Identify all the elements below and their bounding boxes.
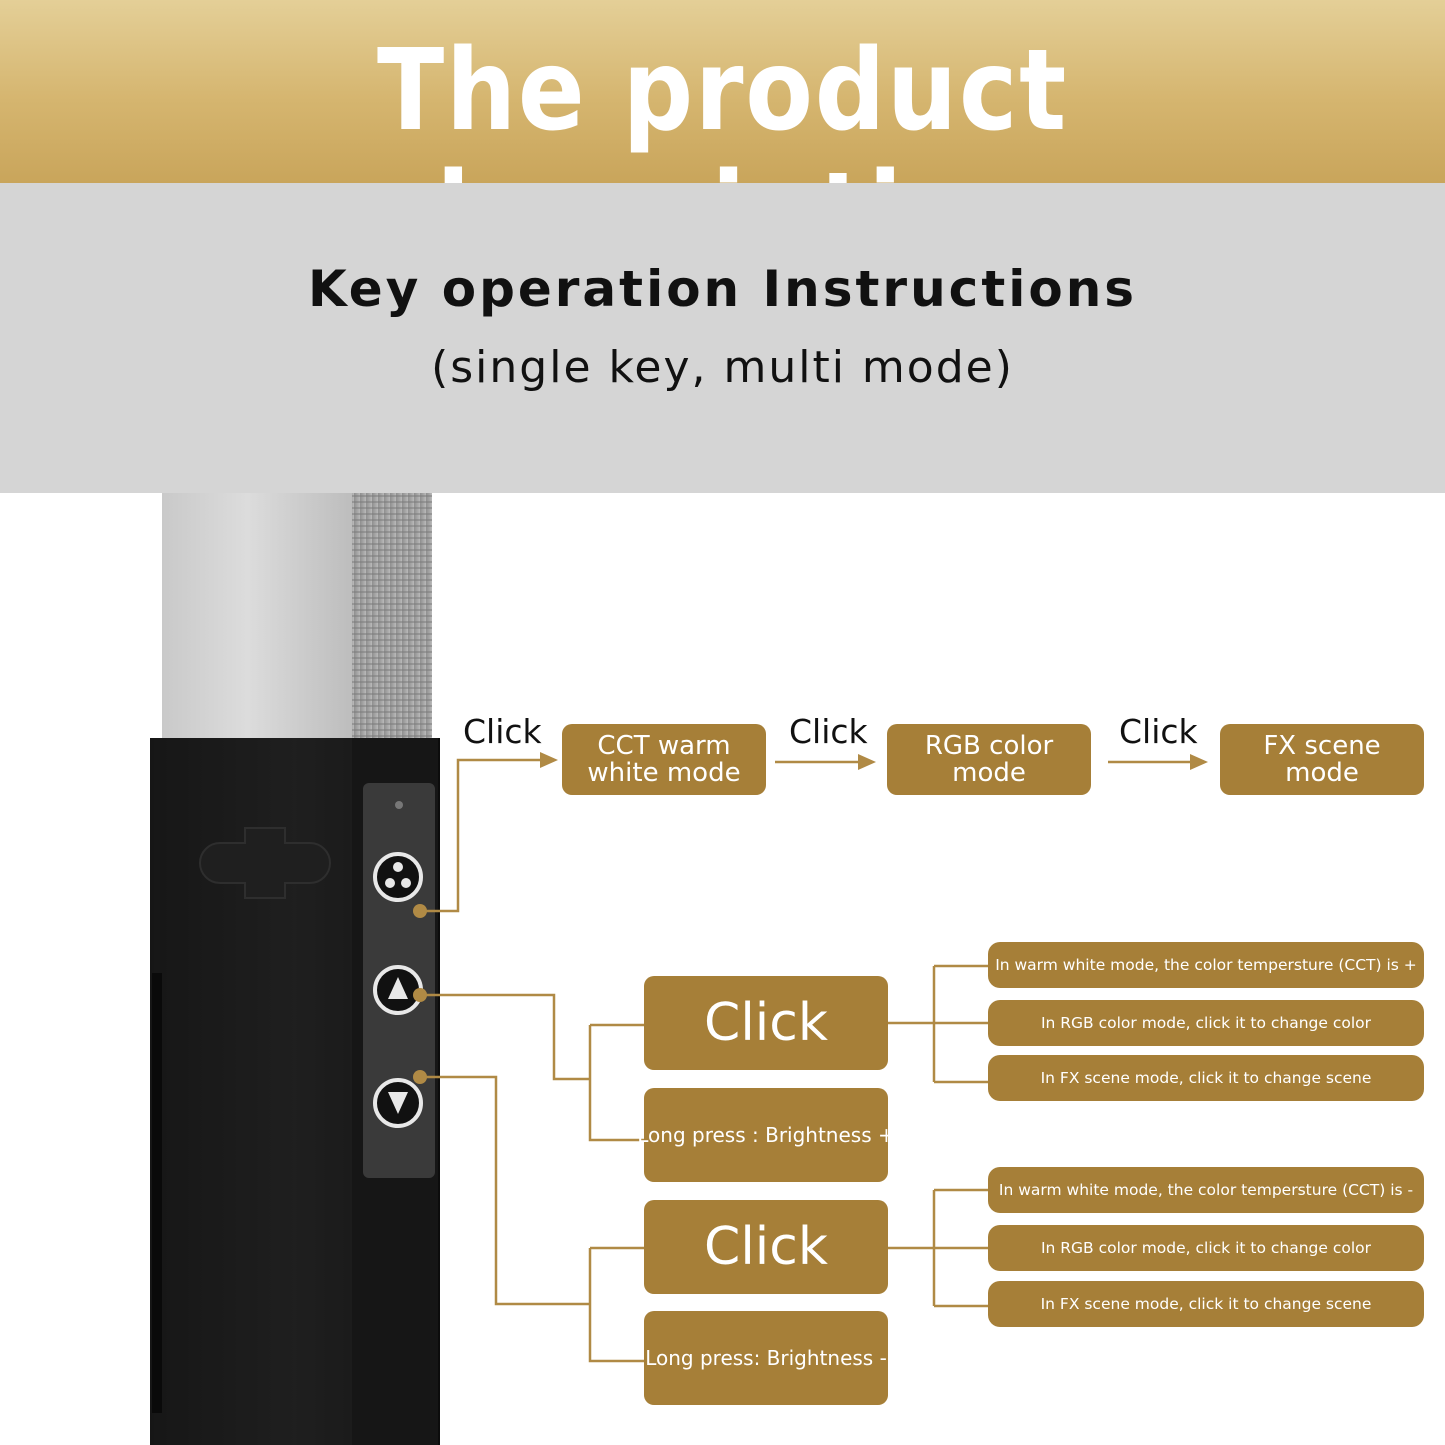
down-long-press-box: Long press: Brightness -	[644, 1311, 888, 1405]
light-wand-image	[150, 493, 440, 1445]
up-detail-cct: In warm white mode, the color temperstur…	[988, 942, 1424, 988]
up-click-box: Click	[644, 976, 888, 1070]
mode-click-label-1: Click	[463, 712, 542, 751]
down-detail-cct: In warm white mode, the color temperstur…	[988, 1167, 1424, 1213]
instructions-band	[0, 183, 1445, 493]
cct-line2: white mode	[587, 757, 741, 788]
fx-line2: mode	[1285, 757, 1359, 788]
up-detail-fx: In FX scene mode, click it to change sce…	[988, 1055, 1424, 1101]
up-detail-rgb: In RGB color mode, click it to change co…	[988, 1000, 1424, 1046]
instructions-title: Key operation Instructions	[307, 260, 1138, 318]
fx-line1: FX scene	[1263, 730, 1381, 761]
rgb-line1: RGB color	[924, 730, 1054, 761]
header-banner: The product description	[0, 0, 1445, 276]
up-key-dot	[413, 988, 427, 1002]
down-key-dot	[413, 1070, 427, 1084]
down-detail-rgb: In RGB color mode, click it to change co…	[988, 1225, 1424, 1271]
cct-line1: CCT warm	[597, 730, 731, 761]
rgb-line2: mode	[952, 757, 1026, 788]
mode-click-label-3: Click	[1119, 712, 1198, 751]
down-detail-fx: In FX scene mode, click it to change sce…	[988, 1281, 1424, 1327]
mode-click-label-2: Click	[789, 712, 868, 751]
up-long-press-box: Long press : Brightness +	[637, 1088, 895, 1182]
down-click-box: Click	[644, 1200, 888, 1294]
instructions-subtitle: (single key, multi mode)	[431, 342, 1014, 393]
mode-key-dot	[413, 904, 427, 918]
